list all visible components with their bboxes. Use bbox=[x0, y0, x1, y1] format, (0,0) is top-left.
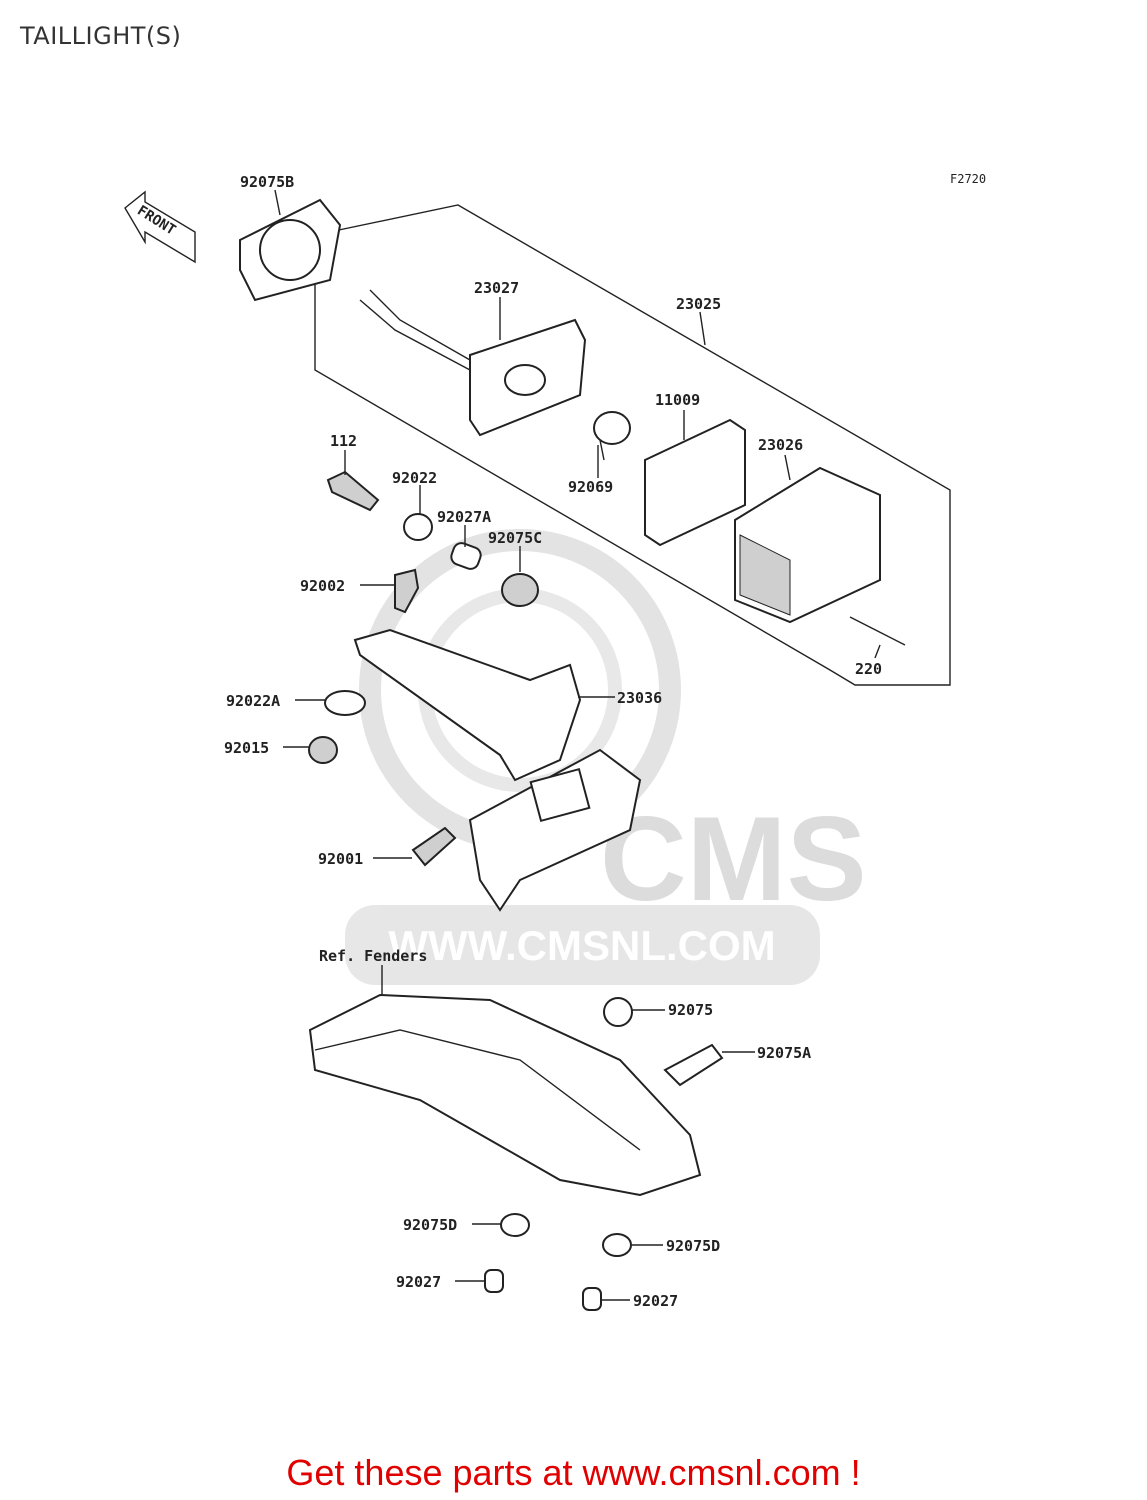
part-92075d-right bbox=[602, 1233, 632, 1257]
part-220 bbox=[849, 616, 906, 646]
label-92075b: 92075B bbox=[240, 173, 294, 191]
label-220: 220 bbox=[855, 660, 882, 678]
label-23026: 23026 bbox=[758, 436, 803, 454]
part-92027-right bbox=[582, 1287, 602, 1311]
label-92022a: 92022A bbox=[226, 692, 280, 710]
part-92027-left bbox=[484, 1269, 504, 1293]
part-92022a bbox=[324, 690, 366, 716]
part-92069 bbox=[593, 411, 631, 461]
part-92027a bbox=[450, 542, 482, 570]
part-92075c bbox=[501, 573, 539, 607]
label-92001: 92001 bbox=[318, 850, 363, 868]
label-92015: 92015 bbox=[224, 739, 269, 757]
label-ref-fenders: Ref. Fenders bbox=[319, 947, 427, 965]
label-11009: 11009 bbox=[655, 391, 700, 409]
assembly-outline bbox=[314, 204, 951, 686]
label-23036: 23036 bbox=[617, 689, 662, 707]
label-92027a: 92027A bbox=[437, 508, 491, 526]
label-92075d-right: 92075D bbox=[666, 1237, 720, 1255]
label-92022: 92022 bbox=[392, 469, 437, 487]
front-arrow-icon: FRONT bbox=[124, 190, 196, 264]
leader-lines bbox=[274, 189, 881, 1301]
part-92075b bbox=[239, 198, 342, 302]
part-labels: 92075B 23027 23025 11009 23026 92069 112… bbox=[224, 173, 882, 1310]
part-92075d-left bbox=[500, 1213, 530, 1237]
part-92075a bbox=[663, 1043, 724, 1087]
label-23025: 23025 bbox=[676, 295, 721, 313]
label-92075: 92075 bbox=[668, 1001, 713, 1019]
label-92075d-left: 92075D bbox=[403, 1216, 457, 1234]
label-92075c: 92075C bbox=[488, 529, 542, 547]
label-112: 112 bbox=[330, 432, 357, 450]
part-23027 bbox=[359, 289, 587, 437]
parts-diagram: CMS WWW.CMSNL.COM F2720 FRONT bbox=[124, 172, 986, 1311]
label-92002: 92002 bbox=[300, 577, 345, 595]
label-92027-right: 92027 bbox=[633, 1292, 678, 1310]
label-92069: 92069 bbox=[568, 478, 613, 496]
fender bbox=[308, 993, 702, 1197]
watermark-url: WWW.CMSNL.COM bbox=[388, 922, 775, 969]
part-23026 bbox=[734, 466, 881, 624]
part-92002 bbox=[394, 568, 420, 614]
part-92022 bbox=[403, 513, 433, 541]
label-23027: 23027 bbox=[474, 279, 519, 297]
part-11009 bbox=[644, 418, 746, 547]
part-23036 bbox=[353, 628, 642, 912]
part-92001 bbox=[411, 826, 457, 867]
part-92015 bbox=[308, 736, 338, 764]
part-92075 bbox=[603, 997, 633, 1027]
watermark-logo: CMS bbox=[600, 792, 867, 926]
cta-link[interactable]: Get these parts at www.cmsnl.com ! bbox=[286, 1452, 861, 1493]
diagram-code: F2720 bbox=[950, 172, 986, 186]
label-92027-left: 92027 bbox=[396, 1273, 441, 1291]
part-112 bbox=[326, 470, 380, 512]
label-92075a: 92075A bbox=[757, 1044, 811, 1062]
page-title: TAILLIGHT(S) bbox=[20, 22, 182, 50]
